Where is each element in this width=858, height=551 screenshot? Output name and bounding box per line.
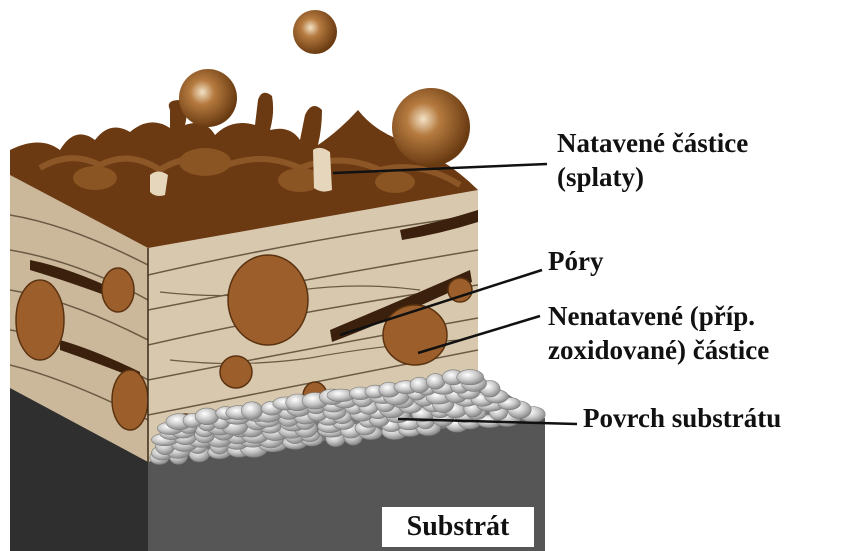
grit-pebble [195,408,219,425]
label-unmelted-particles-text: Nenatavené (příp. zoxidované) částice [548,300,769,368]
label-melted-particles-text: Natavené částice (splaty) [557,127,748,195]
label-substrate-surface: Povrch substrátu [583,402,781,436]
droplet [293,10,337,54]
grit-pebble [457,370,484,385]
label-melted-particles: Natavené částice (splaty) [557,127,748,195]
droplet [392,88,470,166]
label-unmelted-particles: Nenatavené (příp. zoxidované) částice [548,300,769,368]
droplet [179,69,237,127]
label-pores: Póry [548,245,603,279]
label-substrate: Substrát [382,507,534,547]
grit-pebble [241,402,262,420]
